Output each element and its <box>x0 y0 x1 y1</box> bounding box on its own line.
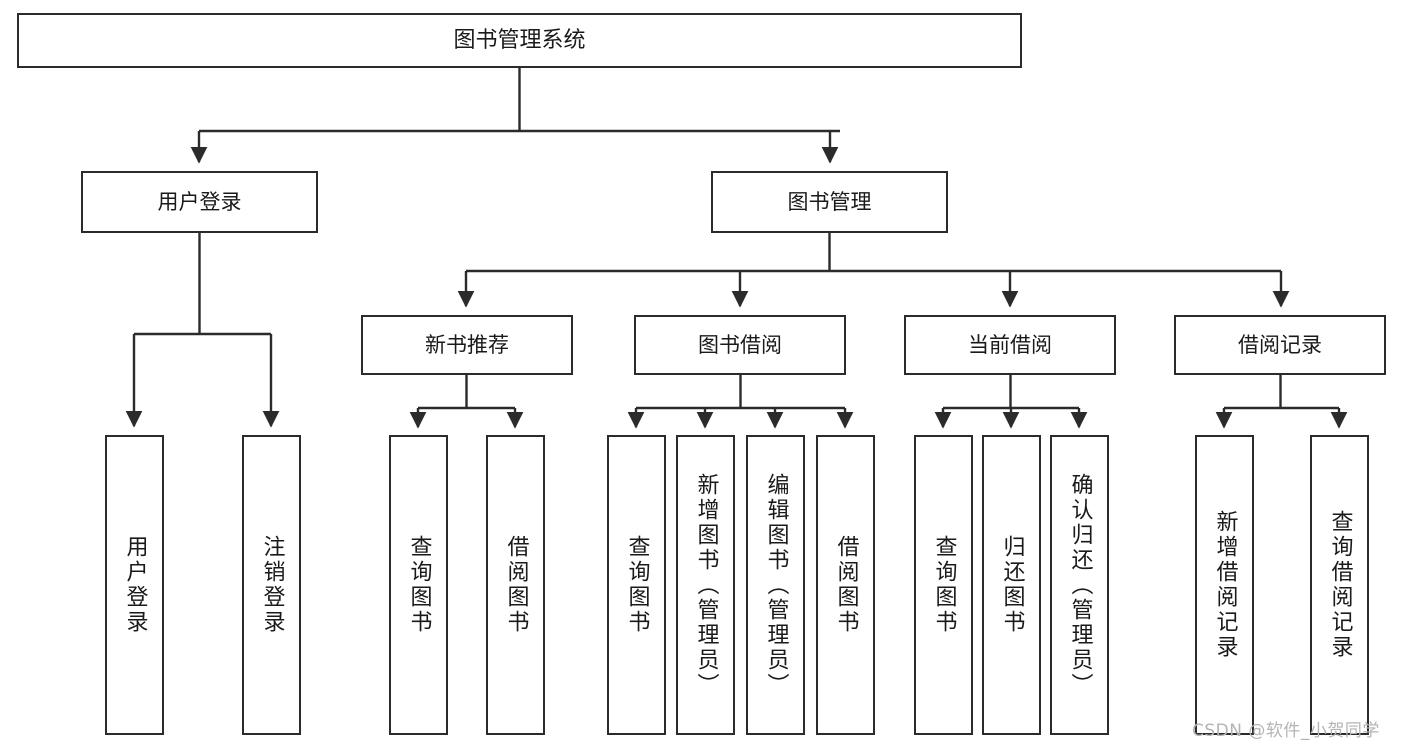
node-label: 当前借阅 <box>968 332 1052 357</box>
node-label: 借阅图书 <box>833 535 859 635</box>
leaf-query-book-recommend[interactable]: 查询图书 <box>389 435 448 735</box>
node-label: 用户登录 <box>157 189 242 214</box>
node-label: 借阅记录 <box>1238 332 1322 357</box>
node-label: 新书推荐 <box>425 332 509 357</box>
leaf-return-book[interactable]: 归还图书 <box>982 435 1041 735</box>
leaf-confirm-return-admin[interactable]: 确认归还（管理员） <box>1050 435 1109 735</box>
node-user-login[interactable]: 用户登录 <box>81 171 318 233</box>
csdn-watermark: CSDN @软件_小贺同学 <box>1192 721 1380 741</box>
node-new-book-recommend[interactable]: 新书推荐 <box>361 315 573 375</box>
node-label: 查询图书 <box>624 535 650 635</box>
node-book-management[interactable]: 图书管理 <box>711 171 948 233</box>
node-current-borrow[interactable]: 当前借阅 <box>904 315 1116 375</box>
leaf-logout-login[interactable]: 注销登录 <box>242 435 301 735</box>
node-label: 注销登录 <box>259 535 285 635</box>
node-label: 查询图书 <box>931 535 957 635</box>
leaf-borrow-book-recommend[interactable]: 借阅图书 <box>486 435 545 735</box>
leaf-query-book-current[interactable]: 查询图书 <box>914 435 973 735</box>
node-label: 借阅图书 <box>503 535 529 635</box>
node-label: 新增图书（管理员） <box>693 472 719 698</box>
leaf-query-borrow-record[interactable]: 查询借阅记录 <box>1310 435 1369 735</box>
node-label: 归还图书 <box>999 535 1025 635</box>
leaf-user-login[interactable]: 用户登录 <box>105 435 164 735</box>
node-root-book-management-system[interactable]: 图书管理系统 <box>17 13 1022 68</box>
node-label: 图书管理 <box>787 189 872 214</box>
node-book-borrow[interactable]: 图书借阅 <box>634 315 846 375</box>
node-label: 图书借阅 <box>698 332 782 357</box>
node-label: 查询借阅记录 <box>1327 510 1353 660</box>
leaf-edit-book-admin[interactable]: 编辑图书（管理员） <box>746 435 805 735</box>
node-borrow-record[interactable]: 借阅记录 <box>1174 315 1386 375</box>
node-label: 新增借阅记录 <box>1212 510 1238 660</box>
leaf-add-book-admin[interactable]: 新增图书（管理员） <box>676 435 735 735</box>
node-label: 图书管理系统 <box>453 27 586 53</box>
node-label: 编辑图书（管理员） <box>763 472 789 698</box>
leaf-add-borrow-record[interactable]: 新增借阅记录 <box>1195 435 1254 735</box>
node-label: 查询图书 <box>406 535 432 635</box>
node-label: 确认归还（管理员） <box>1067 472 1093 698</box>
node-label: 用户登录 <box>122 535 148 635</box>
leaf-query-book-borrow[interactable]: 查询图书 <box>607 435 666 735</box>
leaf-borrow-book[interactable]: 借阅图书 <box>816 435 875 735</box>
